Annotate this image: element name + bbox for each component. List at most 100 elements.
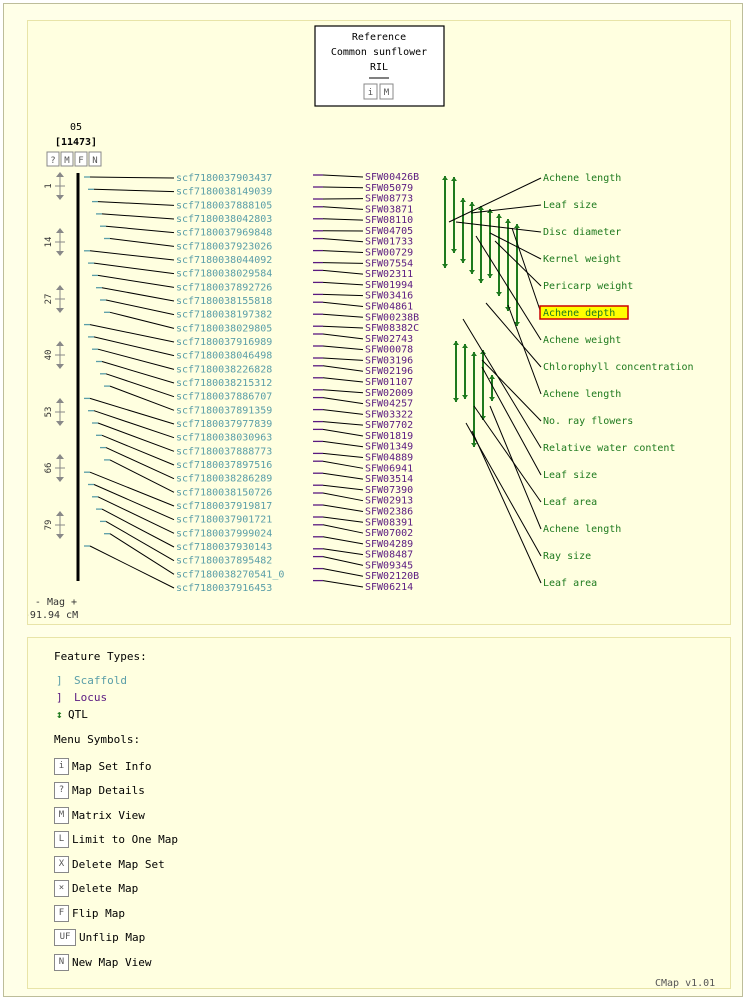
qtl-label[interactable]: Achene length <box>543 524 621 535</box>
locus-label[interactable]: SFW02009 <box>365 388 413 399</box>
locus-label[interactable]: SFW03196 <box>365 355 413 366</box>
map-details-button[interactable]: ? <box>46 151 60 167</box>
locus-label[interactable]: SFW09345 <box>365 560 413 571</box>
qtl-bar[interactable] <box>460 198 466 263</box>
locus-label[interactable]: SFW07002 <box>365 528 413 539</box>
locus-label[interactable]: SFW02311 <box>365 269 413 280</box>
locus-label[interactable]: SFW06941 <box>365 463 413 474</box>
scaffold-label[interactable]: scf7180038150726 <box>176 487 272 498</box>
scaffold-label[interactable]: scf7180038270541_0 <box>176 569 284 580</box>
scaffold-label[interactable]: scf7180037977839 <box>176 419 272 430</box>
locus-label[interactable]: SFW08773 <box>365 194 413 205</box>
scaffold-label[interactable]: scf7180037919817 <box>176 501 272 512</box>
map-matrix-button[interactable]: M <box>60 151 74 167</box>
locus-label[interactable]: SFW04289 <box>365 539 413 550</box>
qtl-label[interactable]: Ray size <box>543 551 591 562</box>
locus-label[interactable]: SFW06214 <box>365 582 413 593</box>
scaffold-label[interactable]: scf7180038155818 <box>176 296 272 307</box>
qtl-label[interactable]: Leaf size <box>543 470 597 481</box>
qtl-bar[interactable] <box>453 341 459 402</box>
qtl-label[interactable]: Leaf size <box>543 200 597 211</box>
scaffold-label[interactable]: scf7180038149039 <box>176 187 272 198</box>
new-map-view-button[interactable]: N <box>88 151 102 167</box>
locus-label[interactable]: SFW01349 <box>365 442 413 453</box>
magnification-control[interactable]: - Mag + <box>35 597 77 608</box>
qtl-label[interactable]: Achene depth <box>543 308 615 319</box>
locus-label[interactable]: SFW02386 <box>365 506 413 517</box>
qtl-bar[interactable] <box>471 352 477 447</box>
locus-label[interactable]: SFW01733 <box>365 237 413 248</box>
scaffold-label[interactable]: scf7180037916453 <box>176 583 272 594</box>
scaffold-label[interactable]: scf7180037916989 <box>176 337 272 348</box>
locus-label[interactable]: SFW03416 <box>365 291 413 302</box>
locus-label[interactable]: SFW04705 <box>365 226 413 237</box>
locus-label[interactable]: SFW03514 <box>365 474 413 485</box>
locus-label[interactable]: SFW04861 <box>365 301 413 312</box>
scaffold-label[interactable]: scf7180038029584 <box>176 269 272 280</box>
scaffold-label[interactable]: scf7180038286289 <box>176 474 272 485</box>
qtl-label[interactable]: Chlorophyll concentration <box>543 362 694 373</box>
scaffold-label[interactable]: scf7180037903437 <box>176 173 272 184</box>
qtl-bar[interactable] <box>514 224 520 326</box>
scaffold-label[interactable]: scf7180038042803 <box>176 214 272 225</box>
scaffold-label[interactable]: scf7180037999024 <box>176 528 272 539</box>
flip-map-button[interactable]: F <box>74 151 88 167</box>
locus-label[interactable]: SFW00078 <box>365 345 413 356</box>
scaffold-label[interactable]: scf7180038030963 <box>176 433 272 444</box>
qtl-label[interactable]: Kernel weight <box>543 254 621 265</box>
locus-label[interactable]: SFW07702 <box>365 420 413 431</box>
locus-label[interactable]: SFW08487 <box>365 550 413 561</box>
locus-label[interactable]: SFW02196 <box>365 366 413 377</box>
locus-label[interactable]: SFW02743 <box>365 334 413 345</box>
scaffold-label[interactable]: scf7180038226828 <box>176 364 272 375</box>
qtl-bar[interactable] <box>489 375 495 401</box>
locus-label[interactable]: SFW05079 <box>365 183 413 194</box>
qtl-label[interactable]: No. ray flowers <box>543 416 633 427</box>
scaffold-label[interactable]: scf7180037891359 <box>176 405 272 416</box>
qtl-label[interactable]: Relative water content <box>543 443 675 454</box>
locus-label[interactable]: SFW07554 <box>365 258 413 269</box>
scaffold-label[interactable]: scf7180037897516 <box>176 460 272 471</box>
scaffold-label[interactable]: scf7180037930143 <box>176 542 272 553</box>
locus-label[interactable]: SFW03322 <box>365 409 413 420</box>
locus-label[interactable]: SFW03871 <box>365 204 413 215</box>
scaffold-label[interactable]: scf7180037892726 <box>176 282 272 293</box>
scaffold-label[interactable]: scf7180038197382 <box>176 310 272 321</box>
scaffold-label[interactable]: scf7180037895482 <box>176 556 272 567</box>
qtl-bar[interactable] <box>462 344 468 399</box>
locus-label[interactable]: SFW04257 <box>365 399 413 410</box>
scaffold-label[interactable]: scf7180038046498 <box>176 351 272 362</box>
locus-label[interactable]: SFW08391 <box>365 517 413 528</box>
scaffold-label[interactable]: scf7180037886707 <box>176 392 272 403</box>
scaffold-label[interactable]: scf7180037923026 <box>176 241 272 252</box>
locus-label[interactable]: SFW01819 <box>365 431 413 442</box>
locus-label[interactable]: SFW02120B <box>365 571 419 582</box>
qtl-label[interactable]: Pericarp weight <box>543 281 633 292</box>
qtl-bar[interactable] <box>496 214 502 296</box>
locus-label[interactable]: SFW02913 <box>365 496 413 507</box>
locus-label[interactable]: SFW00729 <box>365 248 413 259</box>
locus-label[interactable]: SFW08110 <box>365 215 413 226</box>
qtl-label[interactable]: Achene weight <box>543 335 621 346</box>
locus-label[interactable]: SFW00238B <box>365 312 419 323</box>
locus-label[interactable]: SFW01994 <box>365 280 413 291</box>
scaffold-label[interactable]: scf7180037888773 <box>176 446 272 457</box>
qtl-label[interactable]: Achene length <box>543 389 621 400</box>
qtl-label[interactable]: Leaf area <box>543 497 597 508</box>
map-set-info-button[interactable]: i <box>363 83 378 100</box>
scaffold-label[interactable]: scf7180037888105 <box>176 200 272 211</box>
matrix-view-button[interactable]: M <box>379 83 394 100</box>
qtl-bar[interactable] <box>505 219 511 311</box>
qtl-bar[interactable] <box>451 177 457 253</box>
locus-label[interactable]: SFW01107 <box>365 377 413 388</box>
locus-label[interactable]: SFW07390 <box>365 485 413 496</box>
qtl-label[interactable]: Disc diameter <box>543 227 621 238</box>
qtl-bar[interactable] <box>442 176 448 268</box>
qtl-label[interactable]: Leaf area <box>543 578 597 589</box>
qtl-bar[interactable] <box>487 209 493 278</box>
locus-label[interactable]: SFW04889 <box>365 453 413 464</box>
qtl-label[interactable]: Achene length <box>543 173 621 184</box>
qtl-bar[interactable] <box>469 202 475 274</box>
scaffold-label[interactable]: scf7180037901721 <box>176 515 272 526</box>
scaffold-label[interactable]: scf7180038029805 <box>176 323 272 334</box>
